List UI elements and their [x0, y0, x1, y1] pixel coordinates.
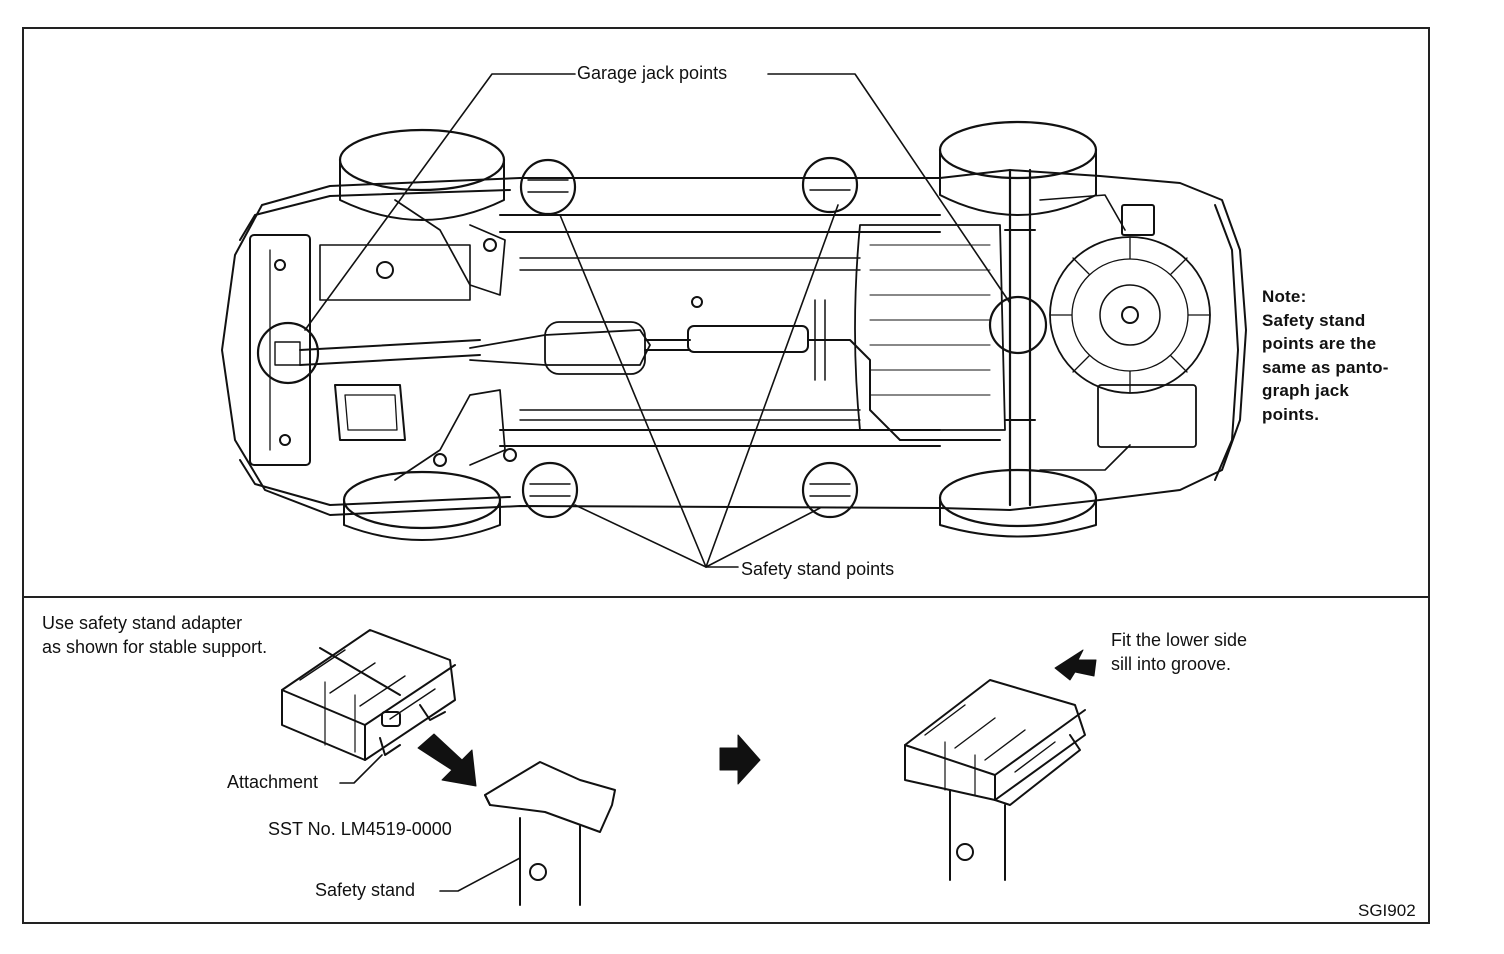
note-heading: Note:: [1262, 287, 1307, 306]
front-right-wheel: [342, 470, 502, 541]
safety-stand-adapter-left: [281, 629, 456, 761]
leader-lines: [304, 73, 1011, 568]
figure-frame: [22, 27, 1430, 924]
panel-divider: [22, 596, 1430, 598]
safety-stand-label: Safety stand: [315, 880, 416, 900]
figure-code: SGI902: [1358, 901, 1416, 920]
car-underbody-illustration: [221, 120, 1247, 541]
instruction-line: as shown for stable support.: [42, 637, 268, 657]
sst-number-label: SST No. LM4519-0000: [268, 819, 452, 839]
attachment-label: Attachment: [227, 772, 319, 792]
safety-stand-left: [484, 761, 616, 906]
note-block: Note: Safety stand points are the same a…: [1262, 285, 1389, 426]
front-left-wheel: [338, 128, 506, 221]
note-line: points are the: [1262, 334, 1377, 353]
fit-instruction-line: Fit the lower side: [1111, 630, 1248, 650]
note-line: graph jack: [1262, 381, 1350, 400]
groove-arrow: [1054, 649, 1097, 681]
safety-stand-points-label: Safety stand points: [741, 559, 895, 579]
note-line: Safety stand: [1262, 310, 1366, 330]
instruction-line: Use safety stand adapter: [42, 613, 243, 633]
garage-jack-point-markers: [256, 295, 1048, 385]
rear-left-wheel: [938, 120, 1098, 216]
spare-tire: [1049, 236, 1211, 394]
rear-right-wheel: [938, 468, 1098, 538]
note-line: points.: [1262, 404, 1320, 424]
garage-jack-points-label: Garage jack points: [577, 63, 728, 83]
safety-stand-point-markers: [519, 156, 859, 519]
car-body-outline: [221, 169, 1247, 516]
next-step-arrow: [719, 734, 761, 785]
move-arrow: [417, 733, 477, 787]
note-line: same as panto-: [1262, 357, 1389, 377]
safety-stand-with-adapter-right: [904, 679, 1086, 881]
fit-instruction-line: sill into groove.: [1111, 654, 1232, 674]
